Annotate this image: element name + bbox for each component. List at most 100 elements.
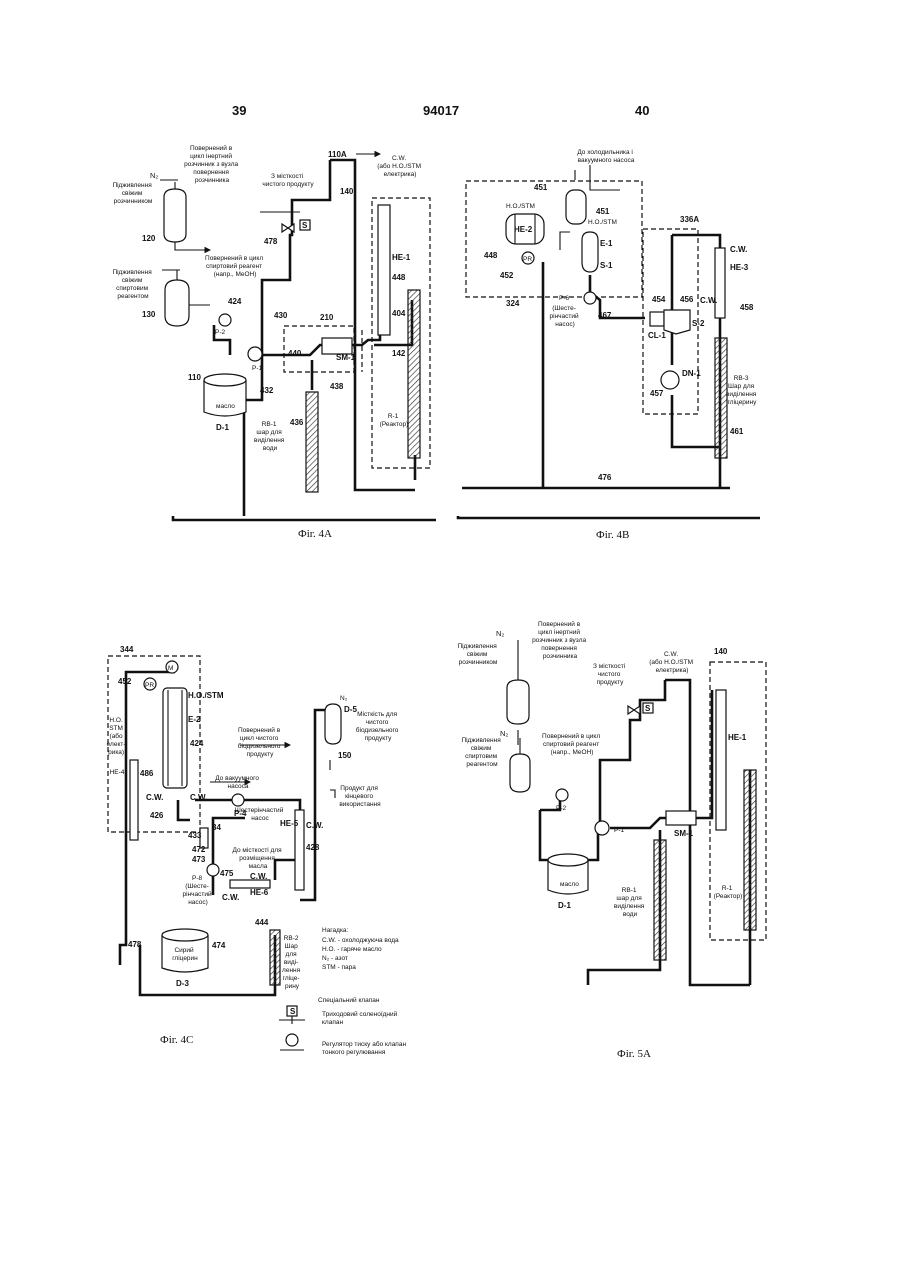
rb1-label: RB-1 шар для виділення води [254,421,286,452]
label-dn1: DN-1 [682,369,701,378]
heater-he4 [130,760,138,840]
label-451a: 451 [534,183,548,192]
label-34: 34 [212,823,221,832]
label-452: 452 [118,677,132,686]
heat-exchanger-he1 [716,690,726,830]
caption-fig5a: Фіг. 5А [617,1048,651,1060]
figure-5a: N₂ N₂ Повернений в цикл інертний розчинн… [457,620,766,1060]
glycerin-bed-rb2 [270,930,280,985]
separator-s2 [664,310,690,334]
return-solvent-note: Повернений в цикл інертний розчинник з в… [532,620,588,660]
legend-solenoid: Триходовий соленоїдний клапан [322,1010,399,1026]
label-336a: 336A [680,215,699,224]
fresh-solvent-note: Підживлення свіжим розчинником [112,181,153,205]
reactor-r1 [744,770,756,930]
reactor-label: R-1 (Реактор) [714,885,743,900]
fresh-solvent-note: Підживлення свіжим розчинником [457,642,498,666]
from-product-note: З місткості чистого продукту [262,172,314,188]
ref-110a: 110A [328,150,347,159]
label-p2: P-2 [556,805,567,812]
evaporator-e2 [163,688,187,788]
solvent-vessel [507,680,529,724]
solvent-vessel-120 [164,189,186,242]
cw-note: C.W. (або H.O./STM електрика) [377,155,423,178]
figure-4a: 110A N₂ Повернений в цикл інертний розчи… [112,144,436,540]
label-424: 424 [228,297,242,306]
label-he1: HE-1 [728,733,747,742]
heat-exchanger-he1 [378,205,390,335]
label-457: 457 [650,389,664,398]
returned-reagent-note: Повернений в цикл спиртовий реагент (нап… [542,732,602,756]
label-110: 110 [188,373,201,382]
label-cw: C.W. [730,245,747,254]
label-e2: E-2 [188,715,201,724]
label-478: 478 [128,940,142,949]
legend-s: S [290,1007,296,1016]
label-454: 454 [652,295,666,304]
label-438: 438 [330,382,344,391]
gear-pump-p4 [232,794,244,806]
label-210: 210 [320,313,334,322]
returned-reagent-note: Повернений в цикл спиртовий реагент (нап… [205,254,265,278]
reactor-r1 [408,290,420,458]
pump-p2 [219,314,231,326]
reagent-vessel-130 [165,280,189,326]
label-140: 140 [714,647,728,656]
label-m: M [168,665,173,672]
static-mixer-sm1 [666,811,696,825]
label-d5: D-5 [344,705,357,714]
label-452: 452 [500,271,514,280]
legend-regulator-symbol [286,1034,298,1046]
label-448: 448 [484,251,498,260]
label-he1: HE-1 [392,253,411,262]
label-461: 461 [730,427,744,436]
label-473: 473 [192,855,206,864]
rb2-label: RB-2 Шар для виді- лення гліце- рину [282,935,302,990]
fresh-reagent-note: Підживлення свіжим спиртовим реагентом [112,268,153,300]
valve [628,706,640,714]
label-130: 130 [142,310,156,319]
label-ho-stm-1: H.O./STM [506,203,535,210]
label-cw3: C.W. [250,872,267,881]
label-cl1: CL-1 [648,331,666,340]
label-s2: S-2 [692,319,705,328]
label-he6: HE-6 [250,888,269,897]
label-478: 478 [264,237,278,246]
cw-note: C.W. (або H.O./STM електрика) [649,651,695,674]
label-475: 475 [220,869,234,878]
label-404: 404 [392,309,406,318]
label-d1: D-1 [216,423,229,432]
label-142: 142 [392,349,406,358]
caption-fig4b: Фіг. 4В [596,529,629,541]
label-pr: PR [145,682,154,689]
label-cw-he5: C.W. [306,821,323,830]
return-solvent-note: Повернений в цикл інертний розчинник з в… [184,144,240,184]
label-e1: E-1 [600,239,613,248]
label-440: 440 [288,349,302,358]
solenoid-s: S [645,704,651,713]
label-d1: D-1 [558,901,571,910]
decanter-dn1 [661,371,679,389]
label-432: 432 [260,386,274,395]
legend-regulator: Регулятор тиску або клапан тонкого регул… [322,1040,408,1056]
valve-478 [282,224,294,232]
label-451b: 451 [596,207,610,216]
pump-p1 [595,821,609,835]
label-sm1: SM-1 [336,353,356,362]
label-428: 428 [306,843,320,852]
solenoid-s: S [302,221,308,230]
figure-4c: 344 452 M PR H.O./STM E-2 424 486 C.W. C… [107,645,408,1056]
label-ho-stm: H.O./STM [188,691,224,700]
glycerin-bed-rb3 [715,338,727,458]
figure-4b: До холодильника і вакуумного насоса P-6 … [458,148,760,541]
oil-label: масло [216,403,235,410]
label-s1: S-1 [600,261,613,270]
returned-biodiesel-note: Повернений в цикл чистого біодизельного … [238,726,282,758]
label-433: 433 [188,831,202,840]
caption-fig4c: Фіг. 4С [160,1034,193,1046]
he4-label: H.O. STM (або елект- рика) HE-4 [107,717,128,776]
label-ho-stm-2: H.O./STM [588,219,617,226]
legend: Нагадка: C.W. - охолоджуюча вода H.O. - … [322,927,400,971]
label-n2: N₂ [340,695,348,702]
water-removal-bed-rb1 [654,840,666,960]
